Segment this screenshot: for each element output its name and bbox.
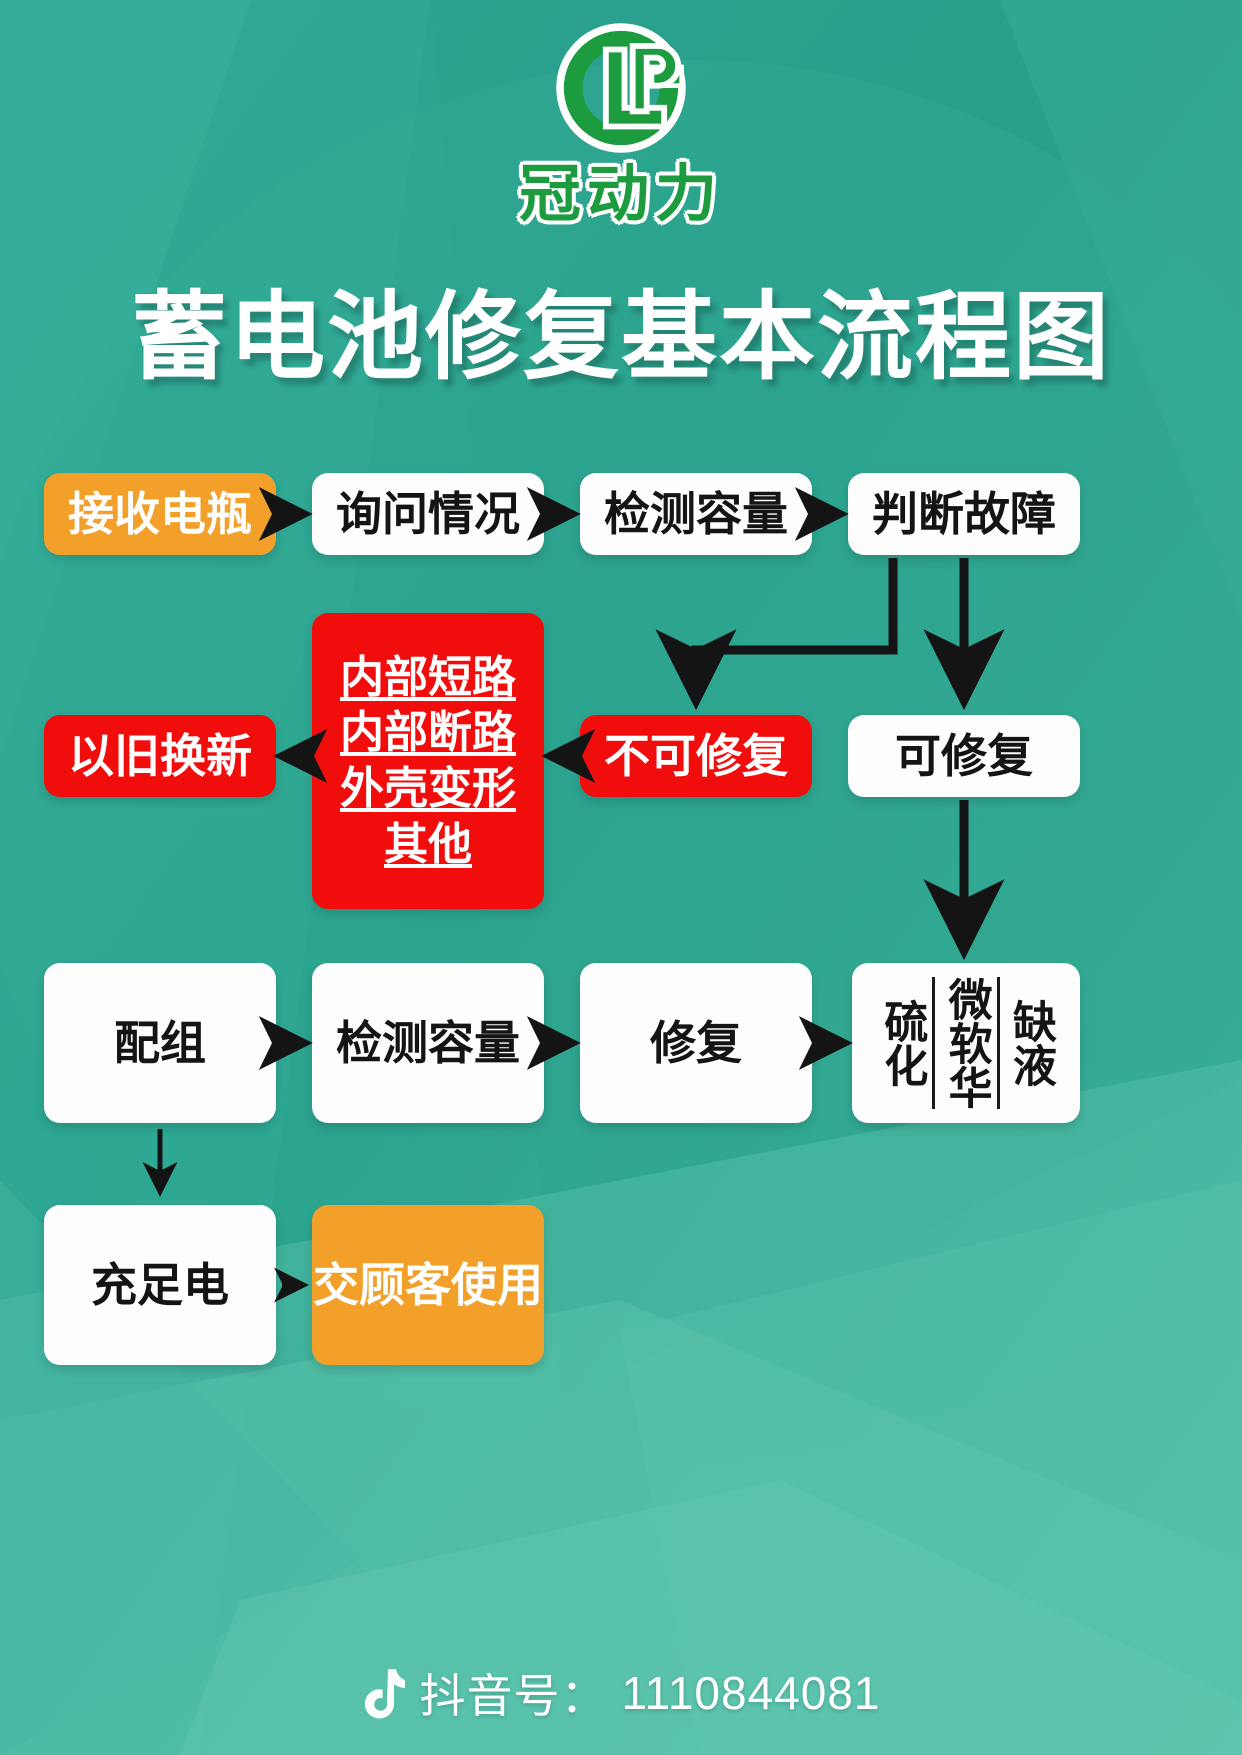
repair-type-micro-soft: 微软华 <box>941 977 991 1109</box>
node-not-repairable[interactable]: 不可修复 <box>580 715 812 797</box>
node-label: 询问情况 <box>336 487 520 540</box>
node-repair-types[interactable]: 硫化 微软华 缺液 <box>852 963 1080 1123</box>
brand-logo: 冠动力 <box>0 18 1242 226</box>
node-label: 配组 <box>114 1016 206 1069</box>
fault-item-1: 内部断路 <box>340 708 516 758</box>
repair-type-sulfation: 硫化 <box>877 999 927 1087</box>
node-label: 可修复 <box>895 729 1033 782</box>
node-repairable[interactable]: 可修复 <box>848 715 1080 797</box>
column-divider <box>932 977 936 1109</box>
node-label: 交顾客使用 <box>313 1258 543 1311</box>
footer-douyin-account: 抖音号： 1110844081 <box>0 1660 1242 1726</box>
node-test-capacity-1[interactable]: 检测容量 <box>580 473 812 555</box>
node-label: 判断故障 <box>872 487 1056 540</box>
node-deliver-to-customer[interactable]: 交顾客使用 <box>312 1205 544 1365</box>
node-label: 充足电 <box>91 1258 229 1311</box>
node-diagnose-fault[interactable]: 判断故障 <box>848 473 1080 555</box>
node-fault-list[interactable]: 内部短路 内部断路 外壳变形 其他 <box>312 613 544 909</box>
node-label: 修复 <box>650 1016 742 1069</box>
node-grouping[interactable]: 配组 <box>44 963 276 1123</box>
footer-account-id: 1110844081 <box>621 1667 881 1719</box>
node-label: 以旧换新 <box>68 729 252 782</box>
node-label: 接收电瓶 <box>68 487 252 540</box>
repair-type-low-fluid: 缺液 <box>1005 999 1055 1087</box>
page-title: 蓄电池修复基本流程图 <box>131 284 1111 391</box>
node-test-capacity-2[interactable]: 检测容量 <box>312 963 544 1123</box>
node-receive-battery[interactable]: 接收电瓶 <box>44 473 276 555</box>
column-divider <box>996 977 1000 1109</box>
fault-item-2: 外壳变形 <box>340 764 516 813</box>
fault-item-3: 其他 <box>384 819 472 869</box>
footer-label: 抖音号： <box>419 1670 608 1722</box>
node-label: 不可修复 <box>604 729 788 782</box>
node-repair[interactable]: 修复 <box>580 963 812 1123</box>
douyin-music-note-icon <box>365 1669 406 1719</box>
guandongli-g-logo-icon <box>556 23 686 153</box>
node-full-charge[interactable]: 充足电 <box>44 1205 276 1365</box>
fault-item-0: 内部短路 <box>340 652 516 702</box>
brand-wordmark: 冠动力 <box>518 160 723 229</box>
node-label: 检测容量 <box>336 1016 520 1069</box>
node-ask-situation[interactable]: 询问情况 <box>312 473 544 555</box>
node-label: 检测容量 <box>604 487 788 540</box>
node-trade-in-new[interactable]: 以旧换新 <box>44 715 276 797</box>
